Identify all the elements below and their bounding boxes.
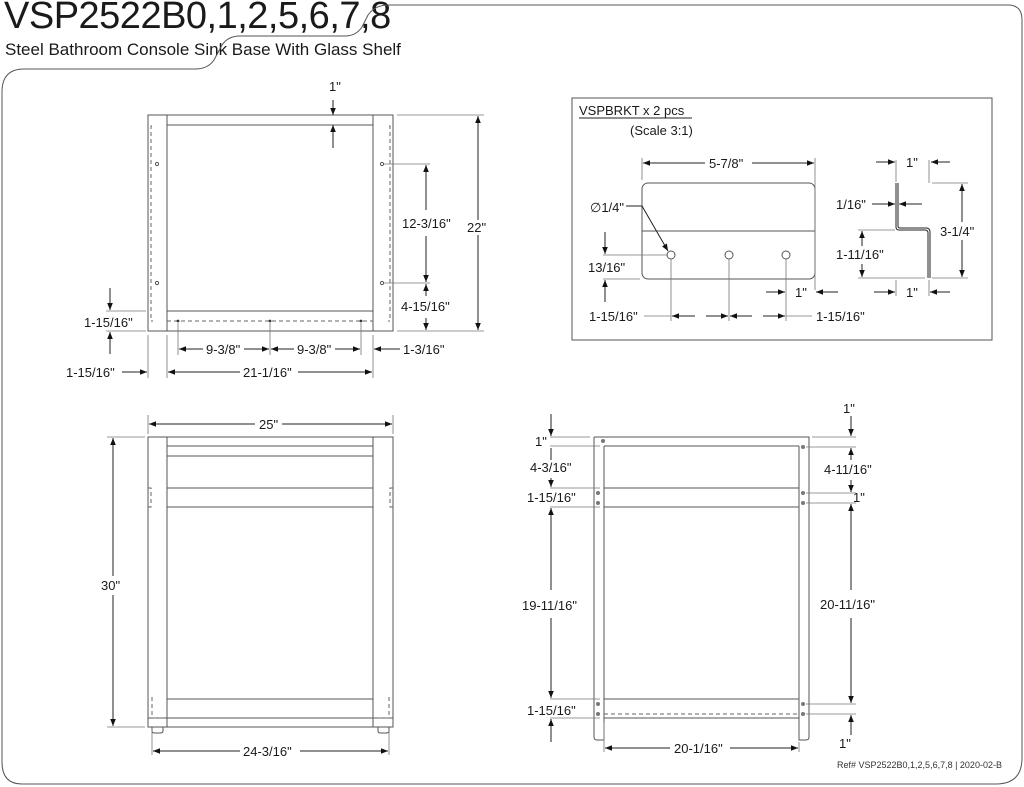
bracket-scale: (Scale 3:1) [630,123,693,138]
dim-hole-height: 13/16" [588,260,626,275]
dim-hole-spacing-2: 9-3/8" [297,342,332,357]
dim-hole-spacing-right: 1-15/16" [816,309,865,324]
dim-side-lower-height: 1-11/16" [836,247,884,262]
dim-bracket-length: 5-7/8" [709,156,744,171]
dim-top-rail: 1" [329,79,341,94]
side-view: 1" 4-3/16" 1-15/16" 19-11/16" 1-15/16" 1… [522,401,875,756]
dim-overall-depth: 22" [467,220,486,235]
dim-hole-spacing-left: 1-15/16" [589,309,638,324]
dim-side-bottom-width: 1" [906,285,918,300]
dim-bottom-width: 24-3/16" [243,744,292,759]
drawing-subtitle: Steel Bathroom Console Sink Base With Gl… [5,40,401,59]
reference-number: Ref# VSP2522B0,1,2,5,6,7,8 | 2020-02-B [837,760,1002,770]
dim-bottom-rail-left: 1-15/16" [84,315,133,330]
dim-right-bottom: 1" [839,736,851,751]
bracket-title: VSPBRKT x 2 pcs [579,103,685,118]
dim-right-offset: 1-3/16" [403,342,445,357]
dim-hole-to-bottom: 4-15/16" [401,299,450,314]
dim-right-rail: 1" [853,490,865,505]
sheet-border [1,4,1023,785]
dim-left-top: 1" [535,434,547,449]
dim-side-bottom-width: 20-1/16" [674,741,723,756]
dim-overall-height: 30" [101,578,120,593]
dim-right-top: 1" [843,401,855,416]
dim-hole-spacing-1: 9-3/8" [206,342,241,357]
dim-left-rail: 1-15/16" [527,490,576,505]
top-view: 1" 22" 12-3/16" 4-15/16" 1-15/16" 9-3/8"… [66,79,486,380]
front-view: 25" 30" 24-3/16" [101,415,394,759]
dim-left-main: 19-11/16" [522,598,577,613]
dim-inner-width: 21-1/16" [243,365,292,380]
dim-overall-width: 25" [259,417,278,432]
dim-left-bottom-rail: 1-15/16" [527,703,576,718]
dim-hole-spacing-vertical: 12-3/16" [402,216,451,231]
dim-thickness: 1/16" [836,197,866,212]
dim-leg-width: 1-15/16" [66,365,115,380]
dim-hole-diameter: ∅1/4" [590,200,624,215]
dim-right-main: 20-11/16" [820,597,875,612]
drawing-title: VSP2522B0,1,2,5,6,7,8 [4,0,391,37]
bracket-detail: VSPBRKT x 2 pcs (Scale 3:1) 5-7/8" ∅1/4"… [571,97,993,341]
dim-edge-offset: 1" [795,285,807,300]
dim-right-upper-gap: 4-11/16" [824,462,872,477]
dim-left-upper-gap: 4-3/16" [530,460,572,475]
dim-side-total-height: 3-1/4" [940,224,975,239]
dim-side-top-width: 1" [906,155,918,170]
